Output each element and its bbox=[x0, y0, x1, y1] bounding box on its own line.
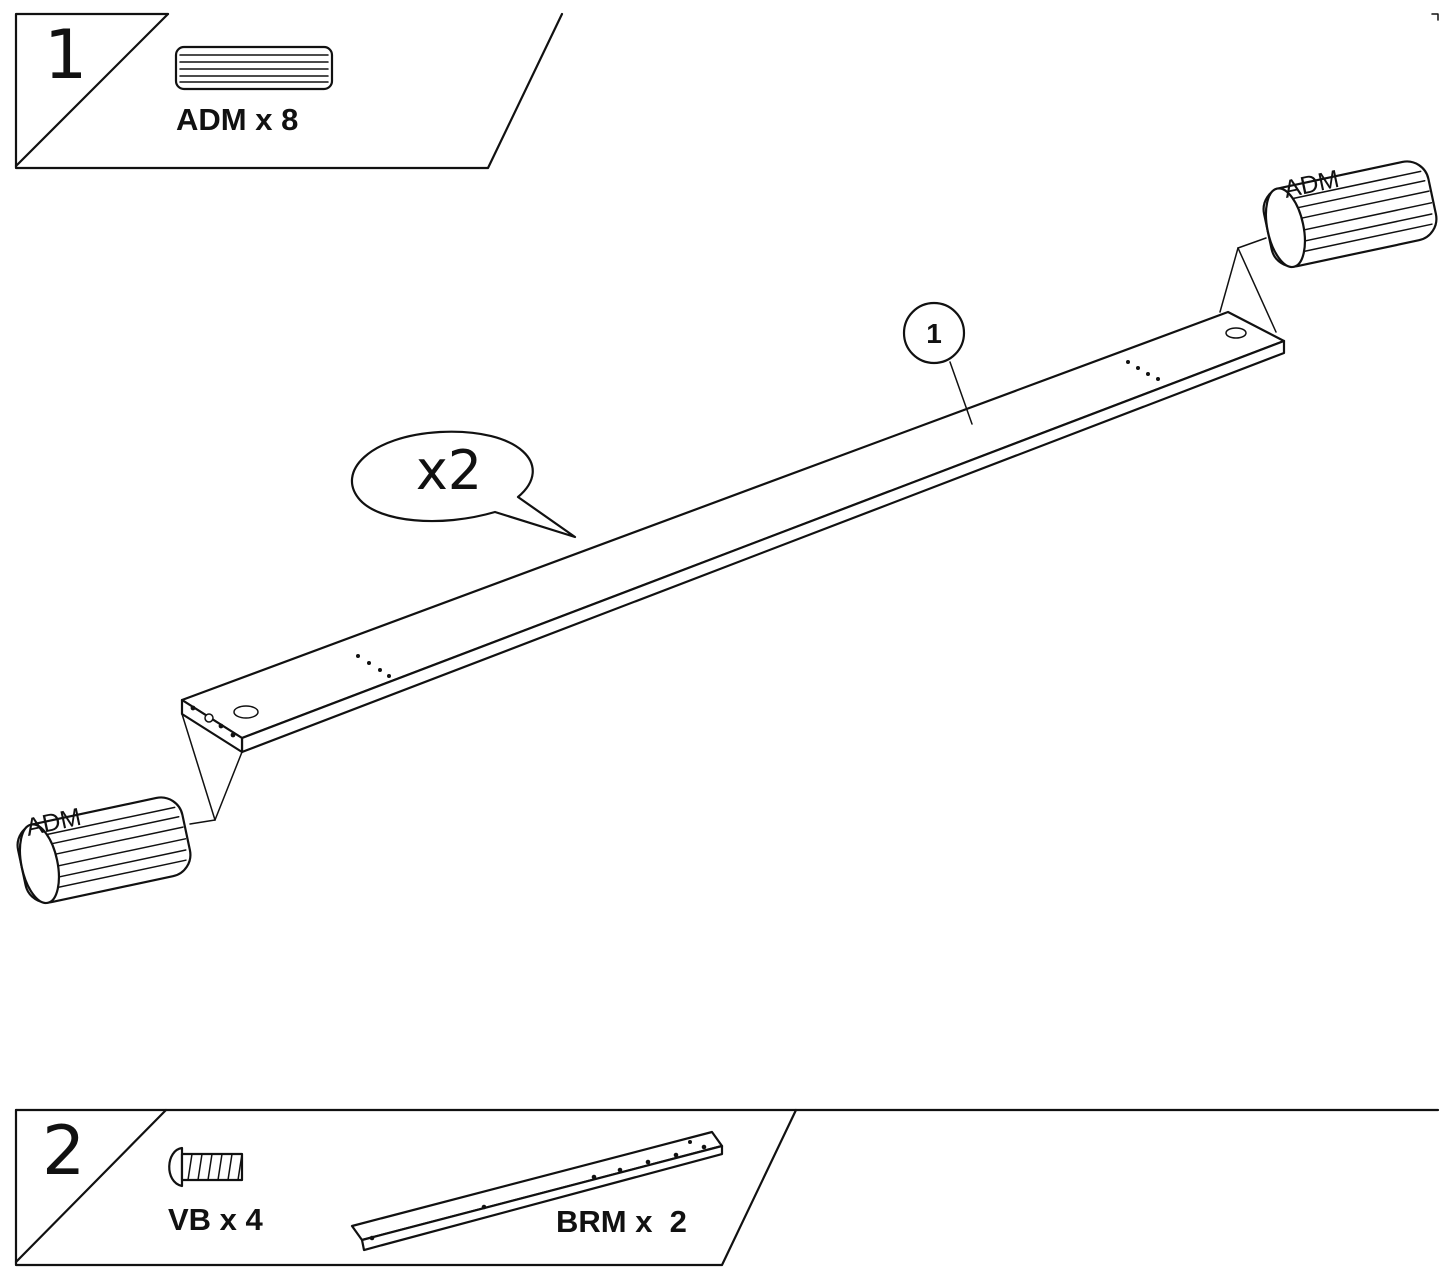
step-1-panel: 1 ADM x 8 bbox=[14, 12, 564, 170]
step-2-badge-divider bbox=[14, 1108, 168, 1264]
step-2-number: 2 bbox=[42, 1112, 85, 1191]
panel-part-1 bbox=[180, 310, 1286, 754]
leader-line bbox=[1219, 247, 1239, 313]
panel-top-face bbox=[180, 310, 1286, 740]
pin-holes-right bbox=[1126, 360, 1160, 381]
callout-leader bbox=[949, 361, 973, 425]
step-1-badge-divider bbox=[14, 12, 170, 168]
end-hole bbox=[230, 732, 236, 738]
end-hole bbox=[204, 713, 214, 723]
quantity-label: x2 bbox=[416, 439, 482, 502]
leader-line bbox=[1237, 247, 1277, 333]
dowel-icon bbox=[174, 45, 334, 91]
cam-hole-left bbox=[233, 705, 259, 719]
quantity-bubble: x2 bbox=[350, 430, 577, 539]
dowel-left: ADM bbox=[16, 713, 243, 905]
panel-front-face bbox=[240, 339, 1286, 754]
screw-icon bbox=[168, 1146, 244, 1188]
leader-line bbox=[189, 819, 216, 825]
brm-quantity-label: BRM x 2 bbox=[556, 1204, 687, 1239]
leader-line bbox=[1237, 237, 1267, 249]
part-number-label: 1 bbox=[926, 318, 942, 349]
adm-quantity-label: ADM x 8 bbox=[176, 102, 298, 137]
cam-hole-right bbox=[1225, 327, 1247, 339]
end-hole bbox=[190, 705, 196, 711]
step-2-panel-frame bbox=[14, 1108, 798, 1267]
callout-circle bbox=[902, 301, 966, 365]
leader-line bbox=[181, 713, 216, 821]
leader-line bbox=[214, 751, 243, 821]
vb-quantity-label: VB x 4 bbox=[168, 1202, 264, 1237]
quantity-bubble-shape bbox=[350, 430, 577, 539]
step-1-number: 1 bbox=[44, 16, 87, 95]
part-1-callout: 1 bbox=[902, 301, 973, 425]
corner-mark bbox=[1431, 13, 1439, 21]
bracket-icon bbox=[350, 1130, 724, 1252]
step-1-panel-frame bbox=[14, 12, 564, 170]
end-hole bbox=[218, 723, 224, 729]
step-2-panel: 2 VB x 4 BRM x 2 bbox=[14, 1108, 1440, 1267]
pin-holes-left bbox=[356, 654, 391, 678]
dowel-right: ADM bbox=[1219, 160, 1438, 333]
